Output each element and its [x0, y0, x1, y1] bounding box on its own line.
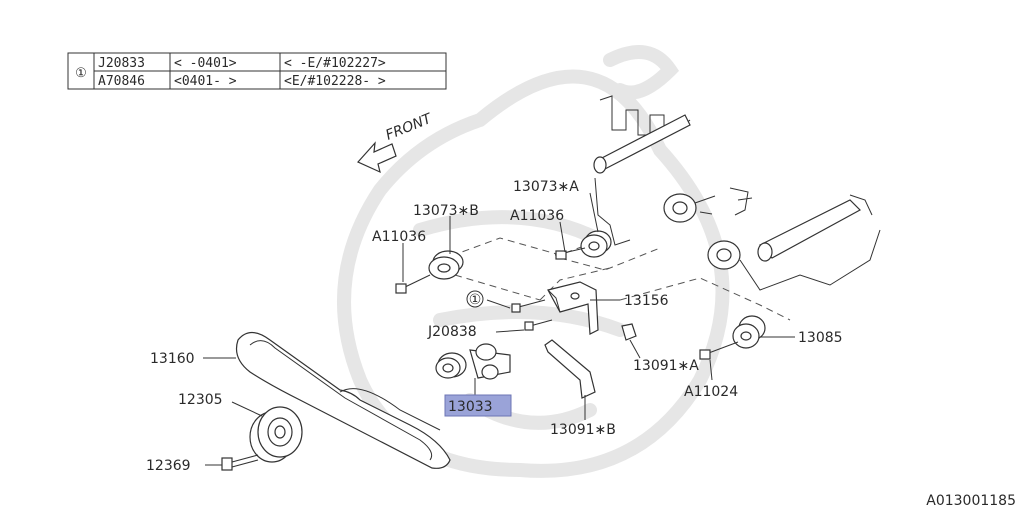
table-part-2[interactable]: A70846 [98, 74, 145, 89]
callout-13033-highlight [444, 394, 512, 417]
callout-j20838[interactable]: J20838 [427, 324, 477, 340]
callout-labels: 13073∗A A11036 13073∗B A11036 13156 ① J2… [146, 179, 843, 474]
callout-a11036-left[interactable]: A11036 [372, 229, 426, 245]
cam-sprocket-lower [707, 240, 741, 270]
diagram-id: A013001185 [926, 493, 1016, 509]
table-ref-marker: ① [75, 66, 87, 81]
camshaft-upper [593, 95, 691, 246]
watermark [337, 45, 730, 478]
crank-sprocket-12305 [249, 406, 303, 463]
callout-13073b[interactable]: 13073∗B [413, 203, 479, 219]
bracket-13156 [511, 281, 599, 335]
table-range-2: <0401- > [174, 74, 237, 89]
callout-13091a[interactable]: 13091∗A [633, 358, 699, 374]
tensioner-13033 [435, 343, 511, 380]
idler-13073a [554, 230, 612, 260]
part-number-table: ① J20833 < -0401> < -E/#102227> A70846 <… [67, 52, 447, 90]
table-serial-2: <E/#102228- > [284, 74, 386, 89]
callout-12369[interactable]: 12369 [146, 458, 191, 474]
leader-lines [203, 192, 795, 466]
callout-13033[interactable]: 13033 [448, 399, 493, 415]
timing-belt-13160 [235, 331, 451, 469]
callout-13160[interactable]: 13160 [150, 351, 195, 367]
callout-12305[interactable]: 12305 [178, 392, 223, 408]
callout-13091b[interactable]: 13091∗B [550, 422, 616, 438]
idler-13073b [395, 250, 464, 294]
callout-a11024[interactable]: A11024 [684, 384, 738, 400]
callout-13156[interactable]: 13156 [624, 293, 669, 309]
callout-a11036-upper[interactable]: A11036 [510, 208, 564, 224]
clip-13091a [621, 323, 637, 341]
callout-13085[interactable]: 13085 [798, 330, 843, 346]
bracket-13091b [544, 339, 596, 399]
table-part-1[interactable]: J20833 [98, 56, 145, 71]
callout-13073a[interactable]: 13073∗A [513, 179, 579, 195]
assembly-lines [439, 237, 791, 321]
table-serial-1: < -E/#102227> [284, 56, 386, 71]
callout-ref-marker[interactable]: ① [469, 292, 482, 308]
idler-13085 [699, 315, 766, 360]
callout-ref-circle [466, 290, 484, 308]
camshaft-lower [739, 194, 881, 291]
table-range-1: < -0401> [174, 56, 237, 71]
bolt-12369 [221, 454, 259, 471]
cam-sprocket-upper [663, 187, 753, 223]
